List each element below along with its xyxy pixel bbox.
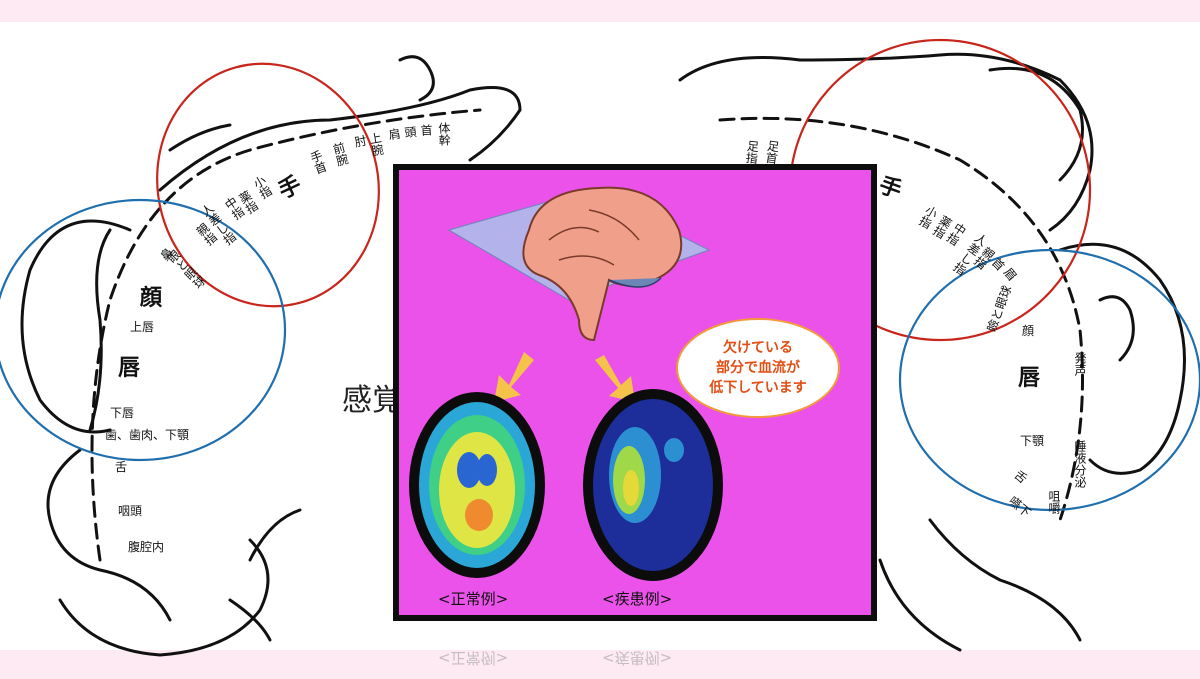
label-upper-lip-left: 上唇 [130,320,155,334]
caption-normal-reflection: <正常例> [438,649,509,667]
callout-line-3: 低下しています [709,380,807,396]
label-ankle-right: 足首 [763,139,781,165]
label-pharynx-left: 咽頭 [118,504,143,518]
callout-bubble: 欠けている 部分で血流が 低下しています [676,318,840,418]
inset-illustration [409,186,723,581]
label-neck-left: 首 [418,123,434,137]
caption-normal: <正常例> [438,590,509,608]
label-abdominal-left: 腹腔内 [128,540,165,554]
label-lower-lip-left: 下唇 [110,406,135,420]
label-lips-right: 唇 [1018,366,1041,391]
label-teeth-left: 歯、歯肉、下顎 [105,428,190,442]
label-tongue-left: 舌 [115,460,128,474]
label-trunk-left: 体幹 [436,121,452,147]
label-saliva-right: 唾液分泌 [1073,440,1087,488]
caption-disease: <疾患例> [602,590,673,608]
callout-line-2: 部分で血流が [716,360,800,376]
label-toes-right: 足指 [743,139,761,165]
label-jaw-right: 下顎 [1020,434,1045,448]
label-chew-right: 咀嚼 [1047,490,1061,514]
top-bar [0,0,1200,22]
label-face-left: 顔 [140,286,163,311]
label-face-right: 顔 [1022,324,1035,338]
bottom-bar [0,650,1200,679]
caption-disease-reflection: <疾患例> [602,649,673,667]
callout-line-1: 欠けている [723,340,793,356]
label-lips-left: 唇 [118,356,141,381]
label-voice-right: 発声 [1073,352,1087,376]
inset-panel [399,170,871,615]
